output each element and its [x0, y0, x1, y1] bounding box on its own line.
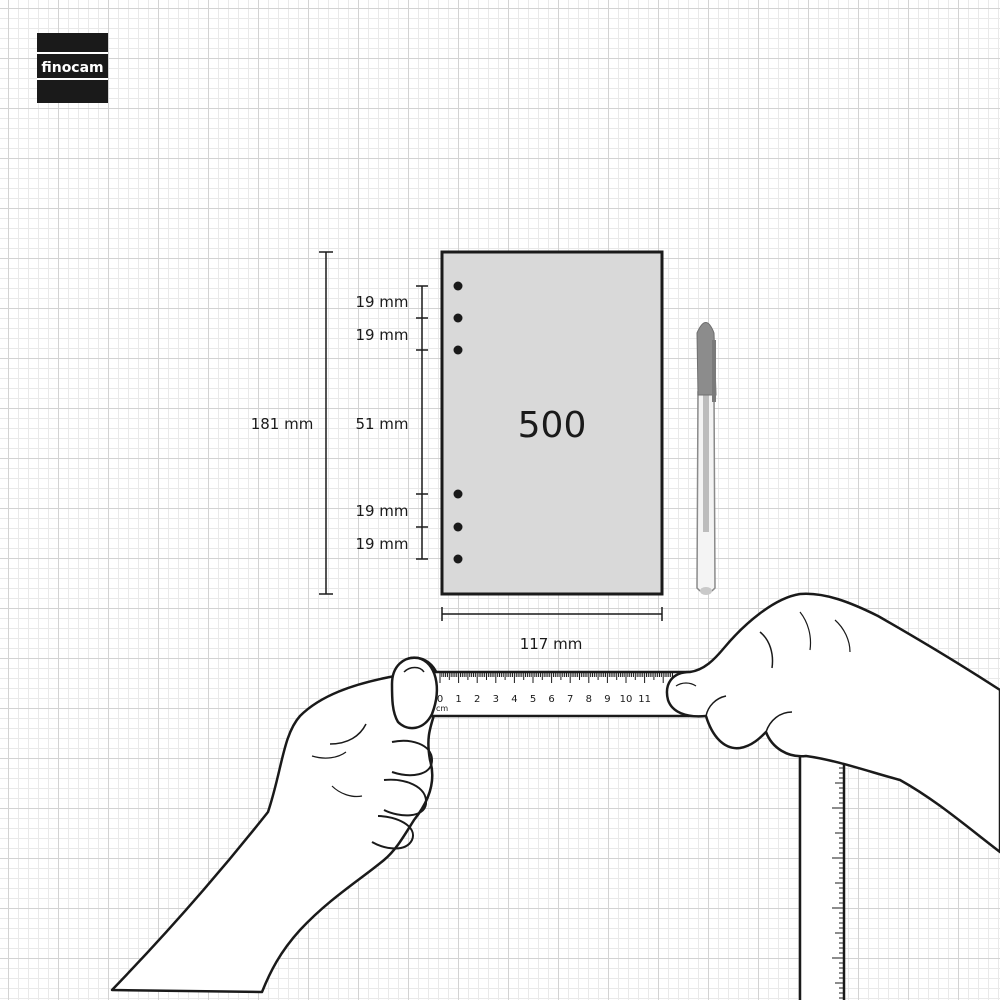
- ruler-tick-label: 0: [437, 694, 443, 705]
- hole-spacing-label-4: 19 mm: [355, 502, 408, 520]
- brand-logo-text: finocam: [41, 60, 103, 76]
- brand-logo: finocam: [37, 33, 108, 103]
- punch-hole: [453, 554, 463, 564]
- horizontal-ruler: 0 1 2 3 4 5 6 7 8 9 10 11 cm: [424, 670, 700, 718]
- ruler-tick-label: 2: [474, 694, 480, 705]
- ruler-tick-label: 10: [620, 694, 633, 705]
- refill-sheet: 500: [440, 250, 664, 596]
- width-dimension: 117 mm: [441, 607, 663, 653]
- height-dimension: 181 mm: [251, 251, 333, 595]
- left-thumb: [390, 656, 439, 730]
- hole-spacing-label-1: 19 mm: [355, 293, 408, 311]
- hole-spacing-label-2: 19 mm: [355, 326, 408, 344]
- format-label: 500: [518, 405, 587, 446]
- punch-hole: [453, 313, 463, 323]
- width-label: 117 mm: [520, 635, 583, 653]
- ruler-tick-label: 5: [530, 694, 536, 705]
- ruler-tick-label: 6: [548, 694, 554, 705]
- ruler-tick-label: 8: [586, 694, 592, 705]
- ruler-unit-label: cm: [436, 704, 448, 713]
- right-hand-illustration: [665, 592, 1000, 854]
- ruler-tick-label: 1: [455, 694, 461, 705]
- horizontal-ruler-ticks: 0 1 2 3 4 5 6 7 8 9 10 11: [437, 673, 673, 705]
- ruler-tick-label: 3: [493, 694, 499, 705]
- ruler-tick-label: 11: [638, 694, 651, 705]
- vertical-ruler: [798, 750, 846, 1000]
- hole-spacing-dimension: 19 mm 19 mm 51 mm 19 mm 19 mm: [355, 285, 428, 560]
- ruler-tick-label: 4: [511, 694, 517, 705]
- punch-hole: [453, 489, 463, 499]
- ruler-tick-label: 7: [567, 694, 573, 705]
- hole-spacing-label-5: 19 mm: [355, 535, 408, 553]
- punch-hole: [453, 345, 463, 355]
- pen-illustration: [696, 322, 717, 595]
- punch-hole: [453, 281, 463, 291]
- punch-hole: [453, 522, 463, 532]
- left-hand-illustration: [110, 656, 442, 994]
- hole-spacing-label-3: 51 mm: [355, 415, 408, 433]
- ruler-tick-label: 9: [604, 694, 610, 705]
- height-label: 181 mm: [251, 415, 314, 433]
